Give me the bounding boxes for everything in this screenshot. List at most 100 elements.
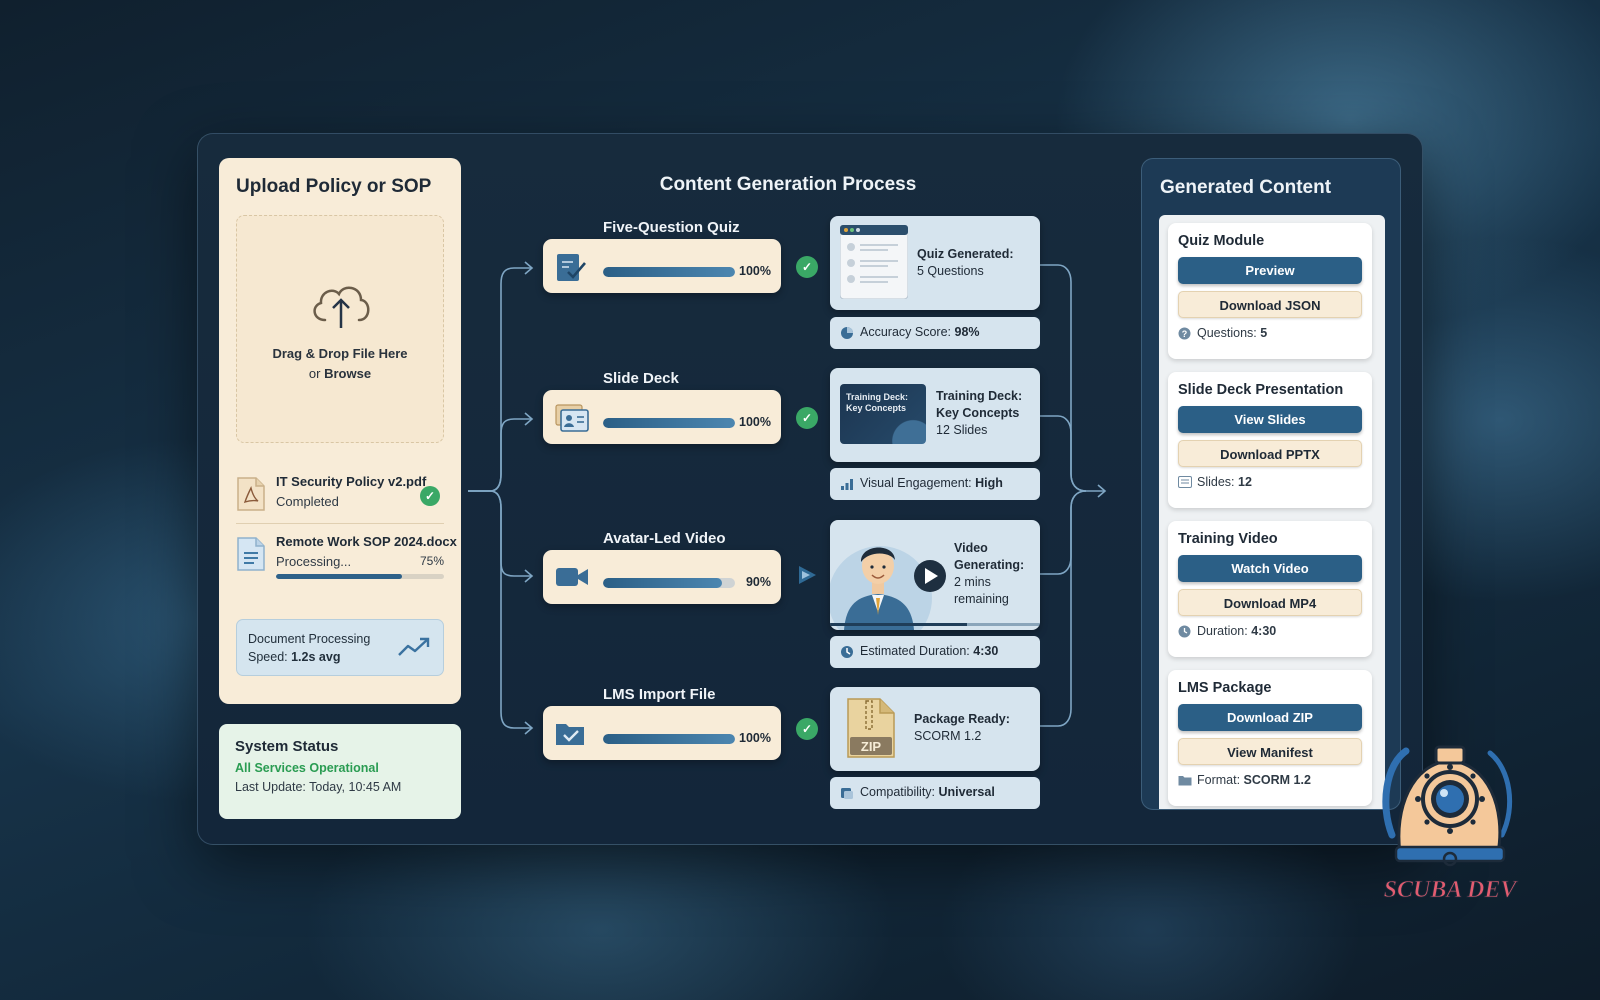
clock-icon: [841, 646, 853, 658]
slide-thumbnail: Training Deck: Key Concepts: [840, 384, 926, 444]
watch-video-button[interactable]: Watch Video: [1178, 555, 1362, 582]
folder-check-icon: [556, 724, 584, 745]
file-item[interactable]: IT Security Policy v2.pdf Completed ✓: [236, 474, 444, 528]
check-icon: ✓: [796, 718, 818, 740]
meta-label: Questions:: [1197, 326, 1257, 340]
card-title: Quiz Module: [1178, 233, 1265, 249]
duration-metric: Estimated Duration: 4:30: [830, 636, 1040, 668]
generated-content-panel: Generated Content Quiz Module Preview Do…: [1141, 158, 1401, 810]
metric-label: Estimated Duration:: [860, 644, 970, 658]
zip-file-icon: [847, 698, 895, 758]
thumbnail-line2: Key Concepts: [846, 403, 907, 413]
docx-file-icon: [237, 537, 265, 571]
quiz-module-card: Quiz Module Preview Download JSON ? Ques…: [1168, 223, 1372, 359]
file-item[interactable]: Remote Work SOP 2024.docx Processing... …: [236, 534, 457, 588]
browse-link[interactable]: Browse: [324, 366, 372, 381]
metric-value: Universal: [938, 785, 995, 799]
download-zip-button[interactable]: Download ZIP: [1178, 704, 1362, 731]
card-title: Training Video: [1178, 531, 1278, 547]
meta-label: Format:: [1197, 773, 1241, 787]
view-slides-button[interactable]: View Slides: [1178, 406, 1362, 433]
result-line2: Generating:: [954, 558, 1025, 572]
task-lms[interactable]: LMS Import File 100%: [543, 686, 781, 760]
file-dropzone[interactable]: Drag & Drop File Here or Browse: [236, 215, 444, 443]
progress-fill: [603, 578, 722, 588]
video-result-card[interactable]: Video Generating: 2 mins remaining: [830, 520, 1040, 630]
question-icon: ?: [1178, 327, 1191, 340]
result-line4: remaining: [954, 592, 1009, 606]
training-video-card: Training Video Watch Video Download MP4 …: [1168, 521, 1372, 657]
lms-result-card[interactable]: ZIP Package Ready: SCORM 1.2: [830, 687, 1040, 771]
download-json-button[interactable]: Download JSON: [1178, 291, 1362, 318]
metric-value: High: [975, 476, 1003, 490]
task-video[interactable]: Avatar-Led Video 90%: [543, 530, 781, 604]
video-progress-bar: [830, 623, 1040, 626]
card-title: Slide Deck Presentation: [1178, 382, 1344, 398]
meta-value: 12: [1238, 475, 1252, 489]
task-progress-bar: [603, 267, 735, 277]
metric-label: Accuracy Score:: [860, 325, 952, 339]
progress-fill: [603, 418, 735, 428]
trend-up-icon: [398, 637, 430, 656]
processing-speed-box: Document Processing Speed: 1.2s avg: [236, 619, 444, 676]
app-window: Upload Policy or SOP Drag & Drop File He…: [197, 133, 1423, 845]
metric-value: 4:30: [973, 644, 999, 658]
package-icon: [841, 788, 853, 799]
metric-label: Visual Engagement:: [860, 476, 972, 490]
task-slides[interactable]: Slide Deck 100%: [543, 370, 781, 444]
task-progress-bar: [603, 734, 735, 744]
meta-value: 5: [1260, 326, 1268, 340]
result-line3: 2 mins: [954, 575, 991, 589]
last-update-text: Last Update: Today, 10:45 AM: [235, 780, 402, 794]
meta-label: Slides:: [1197, 475, 1235, 489]
generated-title: Generated Content: [1160, 177, 1332, 198]
play-progress-icon: [799, 566, 816, 584]
task-percent: 100%: [739, 731, 771, 745]
task-percent: 100%: [739, 264, 771, 278]
task-progress-bar: [603, 578, 735, 588]
card-title: LMS Package: [1178, 680, 1272, 696]
quiz-preview-thumbnail: [840, 225, 908, 299]
meta-label: Duration:: [1197, 624, 1248, 638]
result-line2: 5 Questions: [917, 264, 984, 278]
system-status-text: All Services Operational: [235, 761, 379, 775]
progress-fill: [276, 574, 402, 579]
task-title: Slide Deck: [603, 370, 679, 387]
file-name: Remote Work SOP 2024.docx: [276, 534, 457, 549]
quiz-result-card[interactable]: Quiz Generated: 5 Questions: [830, 216, 1040, 310]
bar-chart-icon: [841, 479, 853, 490]
slide-deck-icon: [555, 404, 589, 432]
task-percent: 100%: [739, 415, 771, 429]
file-percent: 75%: [419, 554, 444, 568]
quiz-document-icon: [557, 254, 586, 281]
result-line1: Quiz Generated:: [917, 247, 1014, 261]
task-quiz[interactable]: Five-Question Quiz 100%: [543, 219, 781, 293]
result-line1: Training Deck:: [936, 389, 1023, 403]
result-line2: Key Concepts: [936, 406, 1020, 420]
thumbnail-line1: Training Deck:: [846, 392, 909, 402]
task-progress-bar: [603, 418, 735, 428]
slides-icon: [1178, 476, 1192, 488]
pdf-file-icon: [237, 477, 265, 511]
download-pptx-button[interactable]: Download PPTX: [1178, 440, 1362, 467]
pie-chart-icon: [841, 327, 853, 339]
task-title: Avatar-Led Video: [603, 530, 726, 547]
task-title: Five-Question Quiz: [603, 219, 740, 236]
progress-fill: [603, 734, 735, 744]
system-status-panel: System Status All Services Operational L…: [219, 724, 461, 819]
meta-value: 4:30: [1251, 624, 1277, 638]
progress-fill: [603, 267, 735, 277]
upload-panel: Upload Policy or SOP Drag & Drop File He…: [219, 158, 461, 704]
speed-prefix: Speed:: [248, 650, 288, 664]
file-progress-bar: [276, 574, 444, 579]
progress-fill: [830, 623, 967, 626]
download-mp4-button[interactable]: Download MP4: [1178, 589, 1362, 616]
compatibility-metric: Compatibility: Universal: [830, 777, 1040, 809]
preview-button[interactable]: Preview: [1178, 257, 1362, 284]
speed-value: 1.2s avg: [291, 650, 341, 664]
generated-content-list[interactable]: Quiz Module Preview Download JSON ? Ques…: [1159, 215, 1385, 809]
result-line2: SCORM 1.2: [914, 729, 982, 743]
view-manifest-button[interactable]: View Manifest: [1178, 738, 1362, 765]
zip-badge: ZIP: [860, 739, 882, 754]
slides-result-card[interactable]: Training Deck: Key Concepts Training Dec…: [830, 368, 1040, 462]
